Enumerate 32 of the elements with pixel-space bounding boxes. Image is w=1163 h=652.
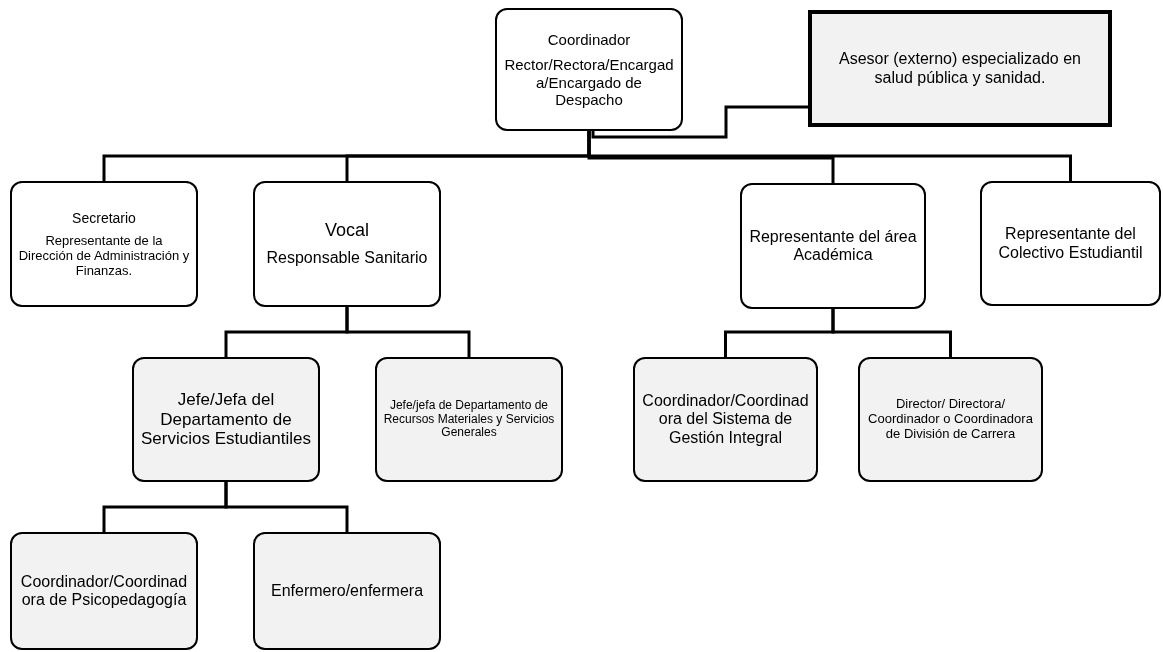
advisor-box xyxy=(808,10,1112,127)
role-box xyxy=(495,8,683,131)
role-title: Vocal xyxy=(323,220,370,242)
role-box xyxy=(740,183,926,309)
role-text: Rector/Rectora/Encargada/Encargado de Despacho xyxy=(503,56,675,108)
role-box xyxy=(858,357,1043,482)
connector-line xyxy=(345,307,471,357)
role-box xyxy=(253,181,441,307)
role-box xyxy=(980,181,1161,306)
role-text: Responsable Sanitario xyxy=(265,249,429,268)
role-box xyxy=(375,357,563,482)
role-text: Representante del área Académica xyxy=(748,227,918,265)
connector-line xyxy=(224,482,349,532)
role-text: Representante de la Dirección de Administración y Finanzas. xyxy=(18,233,190,279)
role-box xyxy=(10,532,198,650)
role-box xyxy=(253,532,441,650)
role-text: Enfermero/enfermera xyxy=(269,581,425,601)
role-text: Coordinador/Coordinadora del Sistema de Gestión Integral xyxy=(641,391,810,448)
role-text: Jefe/Jefa del Departamento de Servicios Estudiantiles xyxy=(140,390,312,449)
role-title: Secretario xyxy=(71,209,137,226)
role-box xyxy=(633,357,818,482)
role-box xyxy=(10,181,198,307)
connector-line xyxy=(831,309,952,357)
connector-line xyxy=(587,131,1072,181)
connector-line xyxy=(591,105,808,139)
role-text: Jefe/jefa de Departamento de Recursos Materiales y Servicios Generales xyxy=(383,398,555,441)
role-text: Director/ Directora/ Coordinador o Coordinadora de División de Carrera xyxy=(867,397,1034,442)
role-text: Representante del Colectivo Estudiantil xyxy=(997,225,1144,262)
role-text: Asesor (externo) especializado en salud pública y sanidad. xyxy=(838,50,1082,87)
role-title: Coordinador xyxy=(546,31,632,49)
role-box xyxy=(132,357,320,482)
role-text: Coordinador/Coordinadora de Psicopedagogía xyxy=(19,572,189,610)
